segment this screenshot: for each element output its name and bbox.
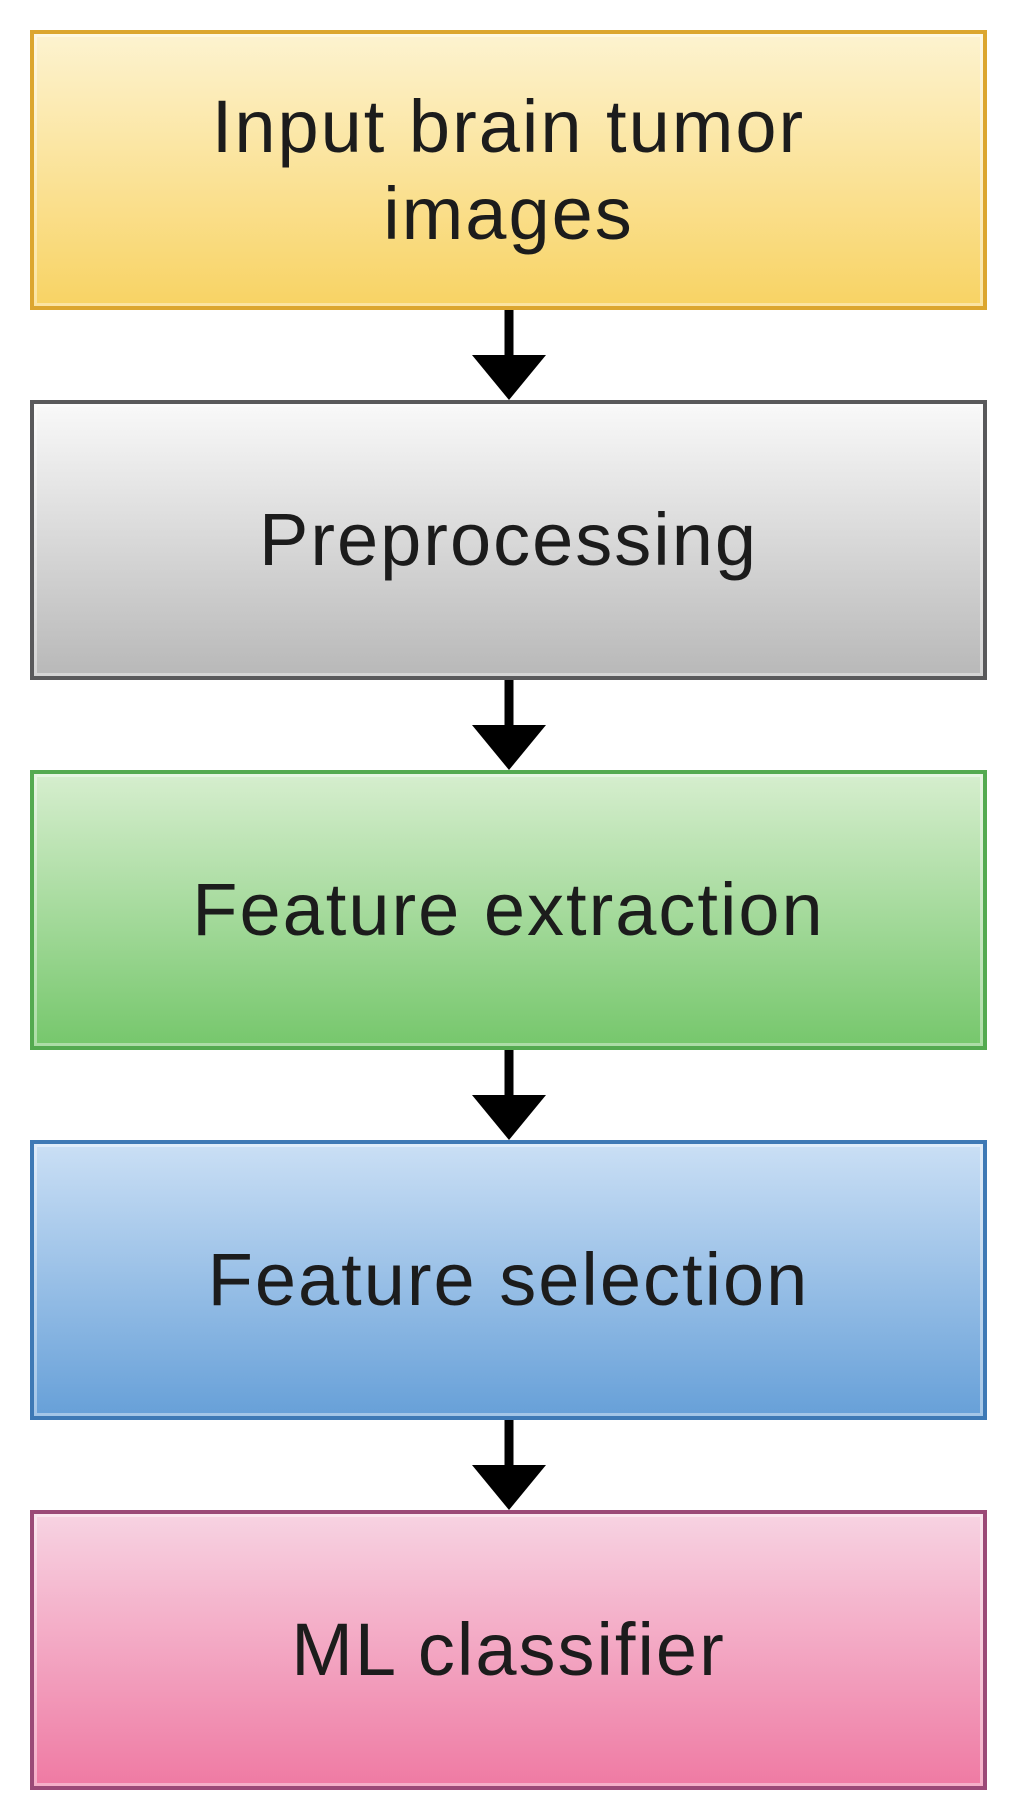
flow-node-label: Feature selection	[207, 1238, 810, 1322]
flow-node-label: Preprocessing	[258, 498, 758, 582]
flow-node-label: ML classifier	[291, 1608, 726, 1692]
flow-node-label: Feature extraction	[192, 868, 825, 952]
flow-node-input-brain-tumor-images: Input brain tumor images	[30, 30, 987, 310]
down-arrow-icon	[30, 680, 987, 770]
down-arrow-icon	[30, 1420, 987, 1510]
flow-node-preprocessing: Preprocessing	[30, 400, 987, 680]
down-arrow-icon	[30, 310, 987, 400]
flow-node-feature-extraction: Feature extraction	[30, 770, 987, 1050]
down-arrow-icon	[30, 1050, 987, 1140]
flow-node-label: Input brain tumor images	[211, 84, 806, 255]
flow-node-ml-classifier: ML classifier	[30, 1510, 987, 1790]
flow-node-feature-selection: Feature selection	[30, 1140, 987, 1420]
